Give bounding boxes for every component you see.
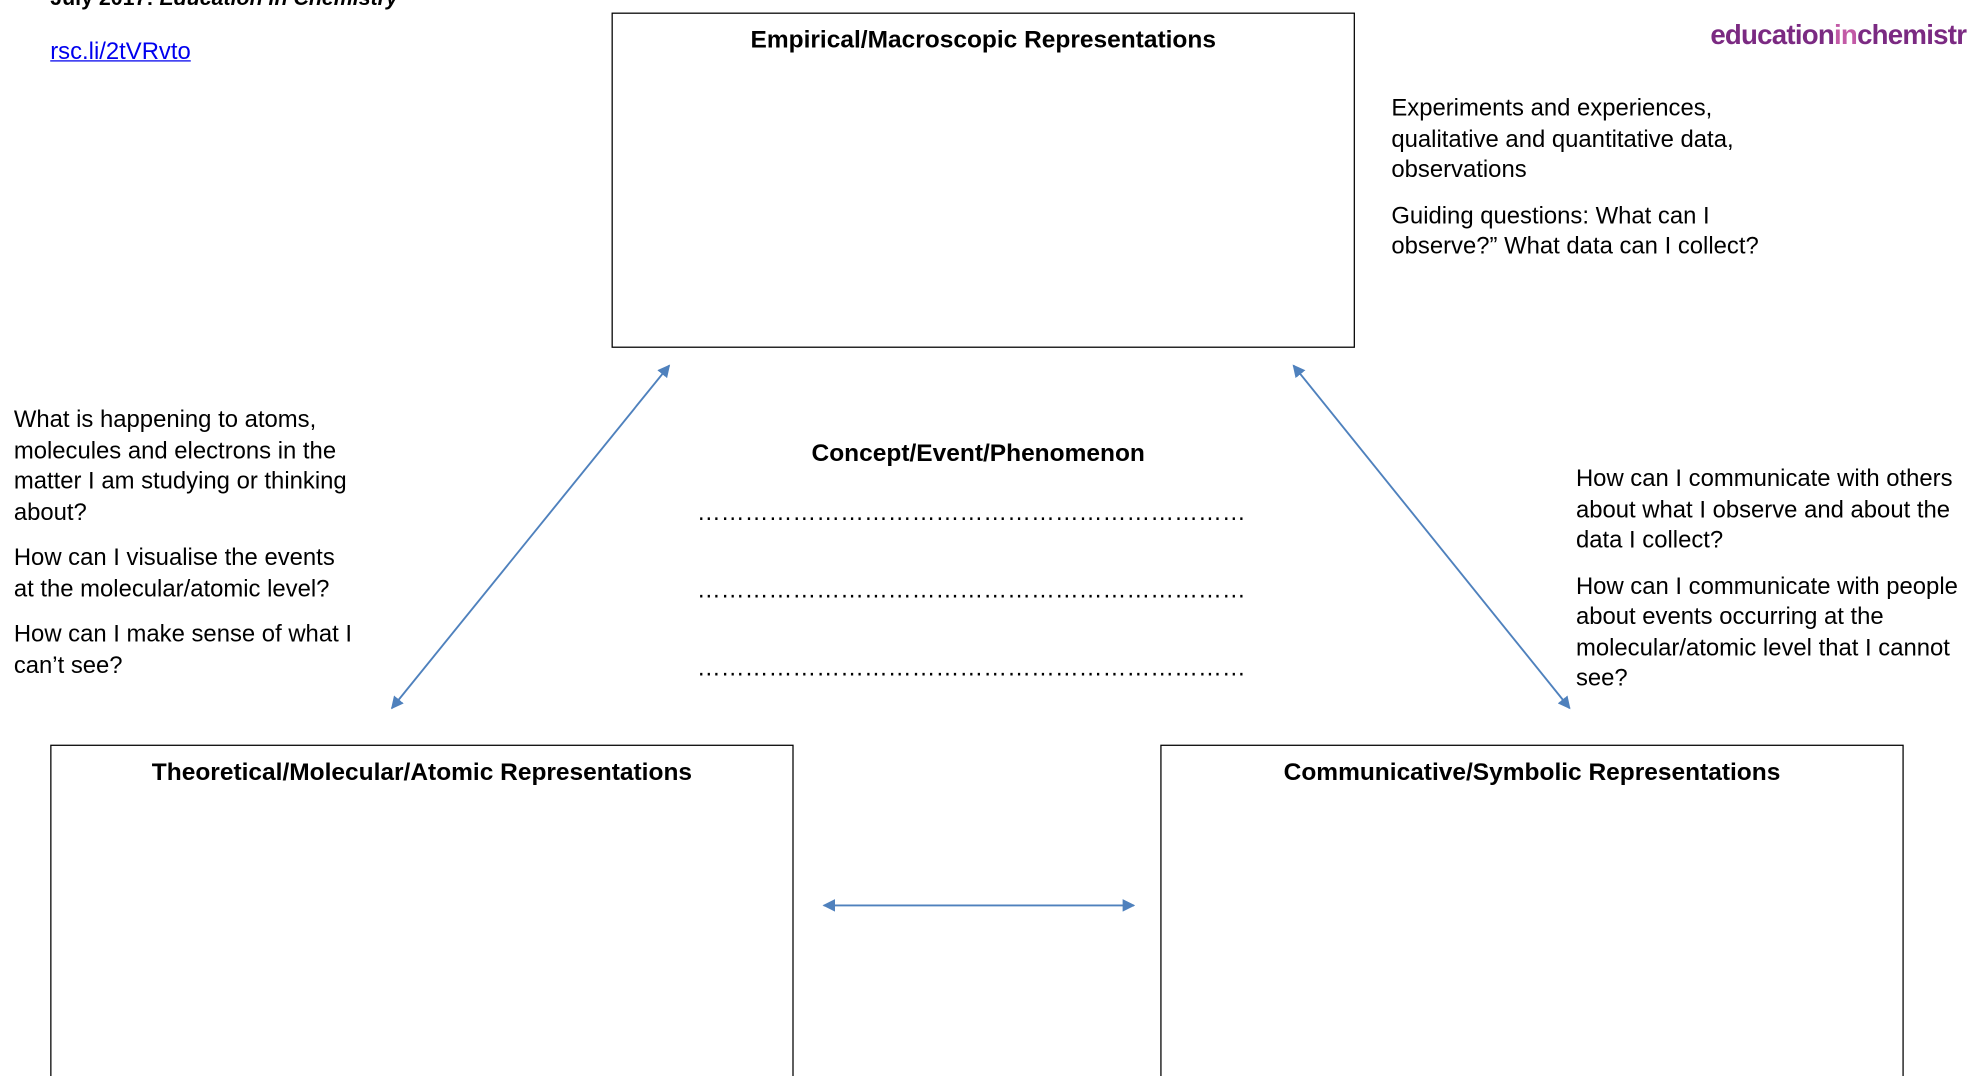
header-publication: Education in Chemistry (159, 0, 397, 10)
concept-answer-line[interactable]: …………………………………………………………… (696, 499, 1246, 527)
theoretical-note-paragraph: How can I visualise the events at the mo… (13, 544, 335, 603)
empirical-box-title: Empirical/Macroscopic Representations (750, 26, 1216, 54)
communicative-guidance-note: How can I communicate with others about … (1576, 465, 1968, 710)
logo-text-part-2: in (1834, 18, 1858, 51)
theoretical-representation-box[interactable]: Theoretical/Molecular/Atomic Representat… (50, 744, 794, 1076)
logo-text-part-3: chemistr (1857, 18, 1967, 51)
concept-title: Concept/Event/Phenomenon (811, 439, 1145, 468)
arrow-empirical-communicative (1292, 364, 1571, 710)
communicative-box-title: Communicative/Symbolic Representations (1283, 758, 1781, 787)
theoretical-note-paragraph: What is happening to atoms, molecules an… (13, 406, 347, 526)
concept-answer-line[interactable]: …………………………………………………………… (696, 577, 1246, 605)
empirical-note-paragraph: Experiments and experiences, qualitative… (1391, 95, 1734, 184)
theoretical-note-paragraph: How can I make sense of what I can’t see… (13, 621, 352, 679)
communicative-note-paragraph: How can I communicate with people about … (1575, 573, 1958, 692)
header-date: July 2017: (50, 0, 153, 10)
empirical-note-paragraph: Guiding questions: What can I observe?” … (1391, 202, 1759, 260)
concept-answer-line[interactable]: …………………………………………………………… (696, 655, 1246, 682)
header-citation: July 2017: Education in Chemistry (50, 0, 398, 11)
communicative-representation-box[interactable]: Communicative/Symbolic Representations (1160, 744, 1904, 1076)
logo-text-part-1: education (1710, 18, 1835, 51)
theoretical-box-title: Theoretical/Molecular/Atomic Representat… (151, 758, 693, 787)
theoretical-guidance-note: What is happening to atoms, molecules an… (14, 406, 353, 697)
communicative-note-paragraph: How can I communicate with others about … (1575, 465, 1953, 554)
empirical-guidance-note: Experiments and experiences, qualitative… (1391, 94, 1818, 278)
eic-logo-icon (1733, 0, 1859, 10)
empirical-representation-box[interactable]: Empirical/Macroscopic Representations (611, 12, 1355, 348)
eic-logo-wordmark: educationinchemistr (1710, 18, 1967, 52)
arrow-empirical-theoretical (391, 364, 671, 710)
source-link[interactable]: rsc.li/2tVRvto (50, 38, 191, 66)
